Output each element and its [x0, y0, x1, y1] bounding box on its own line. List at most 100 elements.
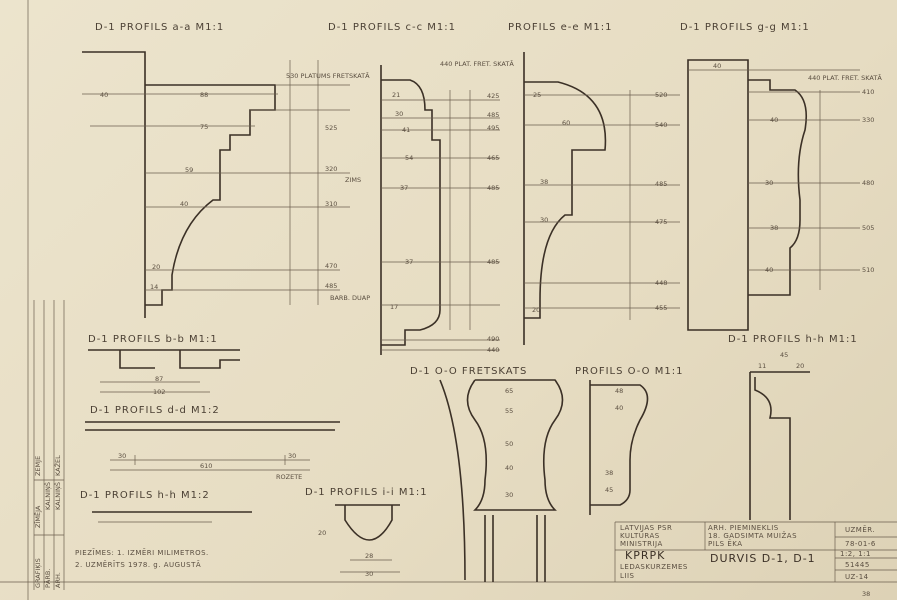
dim: 87 — [155, 375, 163, 383]
dim: 14 — [150, 283, 158, 291]
dim: 425 — [487, 92, 499, 100]
dim: 310 — [325, 200, 337, 208]
dim: 440 — [487, 346, 499, 354]
profile-cc-drawing — [380, 65, 500, 355]
org-line: MINISTRIJA — [620, 540, 663, 548]
title-oo-front: D-1 O-O FRETSKATS — [410, 366, 527, 377]
title-profile-dd: D-1 PROFILS d-d M1:2 — [90, 405, 220, 416]
dim: 37 — [400, 184, 408, 192]
dim: 41 — [402, 126, 410, 134]
corner-number: 38 — [862, 590, 870, 598]
profile-bb-drawing — [88, 349, 240, 393]
stamp-name: KALNIŅŠ — [43, 482, 53, 510]
dim: 30 — [365, 570, 373, 578]
dim: 485 — [655, 180, 667, 188]
dim: 475 — [655, 218, 667, 226]
title-profile-ee: PROFILS e-e M1:1 — [508, 22, 612, 33]
title-block: LATVIJAS PSR KULTŪRAS MINISTRIJA KPRPK L… — [614, 521, 897, 598]
object-line: 18. GADSIMTA MUIŽAS — [708, 531, 797, 540]
dim: 30 — [288, 452, 296, 460]
notes-line-2: 2. UZMĒRĪTS 1978. g. AUGUSTĀ — [75, 560, 201, 569]
dim: 20 — [152, 263, 160, 271]
title-profile-hh-m12: D-1 PROFILS h-h M1:2 — [80, 490, 210, 501]
title-profile-bb: D-1 PROFILS b-b M1:1 — [88, 334, 218, 345]
dim: 448 — [655, 279, 667, 287]
stamp-role: ZĪMĒJA — [33, 505, 42, 528]
dim: 20 — [532, 306, 540, 314]
profile-hh-m12-drawing — [92, 511, 252, 523]
dim: 520 — [655, 91, 667, 99]
dim: 40 — [765, 266, 773, 274]
dim: 485 — [325, 282, 337, 290]
dim: 30 — [118, 452, 126, 460]
org-line: LATVIJAS PSR — [620, 524, 672, 532]
dim: 21 — [392, 91, 400, 99]
title-profile-hh-m11: D-1 PROFILS h-h M1:1 — [728, 334, 858, 345]
dim: 40 — [615, 404, 623, 412]
notes-line-1: PIEZĪMES: 1. IZMĒRI MILIMETROS. — [75, 548, 209, 557]
title-profile-aa: D-1 PROFILS a-a M1:1 — [95, 22, 224, 33]
object-line: PILS ĒKA — [708, 539, 743, 548]
org-line: KULTŪRAS — [620, 531, 660, 540]
dim: 510 — [862, 266, 874, 274]
dim: 60 — [562, 119, 570, 127]
stamp-name: ZEMJE — [34, 456, 42, 476]
dim: 485 — [487, 111, 499, 119]
dim: 25 — [533, 91, 541, 99]
profile-gg-drawing — [687, 59, 860, 331]
dim: 320 — [325, 165, 337, 173]
stage: UZMĒR. — [845, 525, 875, 534]
oo-front-drawing — [439, 379, 564, 582]
dim: 40 — [100, 91, 108, 99]
dim: 45 — [605, 486, 613, 494]
dim: 485 — [487, 184, 499, 192]
dim: 40 — [180, 200, 188, 208]
dim: 440 PLAT. FRET. SKATĀ — [440, 59, 514, 68]
drawing-number: 51445 — [845, 561, 870, 569]
dim: 30 — [540, 216, 548, 224]
dim: 525 — [325, 124, 337, 132]
dept-line: LEDASKURZEMES — [620, 563, 688, 571]
title-profile-oo: PROFILS O-O M1:1 — [575, 366, 683, 377]
title-profile-ii: D-1 PROFILS i-i M1:1 — [305, 487, 428, 498]
drawing-title: DURVIS D-1, D-1 — [710, 552, 816, 565]
dim: 38 — [540, 178, 548, 186]
dim: 410 — [862, 88, 874, 96]
dim: 40 — [770, 116, 778, 124]
dim: 38 — [770, 224, 778, 232]
dim: 11 — [758, 362, 766, 370]
dim: 610 — [200, 462, 212, 470]
org-abbr: KPRPK — [625, 549, 665, 562]
dim: BARB. DUAP — [330, 294, 370, 302]
stamp-role: ARH. — [54, 572, 62, 588]
dim: 530 PLATUMS FRETSKATĀ — [286, 71, 370, 80]
dim: 50 — [505, 440, 513, 448]
dim: 440 PLAT. FRET. SKATĀ — [808, 73, 882, 82]
dim: 505 — [862, 224, 874, 232]
dim: 88 — [200, 91, 208, 99]
dim: 65 — [505, 387, 513, 395]
dim: 48 — [615, 387, 623, 395]
profile-aa-drawing — [82, 51, 350, 318]
dim: ROZETE — [276, 473, 302, 481]
dim: ZIMS — [345, 176, 361, 184]
dim: 20 — [796, 362, 804, 370]
dim: 470 — [325, 262, 337, 270]
dim: 30 — [765, 179, 773, 187]
dept-line: LIIS — [620, 572, 635, 580]
stamp-name: KALNIŅŠ — [53, 482, 63, 510]
dim: 30 — [505, 491, 513, 499]
profile-ee-drawing — [523, 52, 680, 345]
date: 78-01-6 — [845, 540, 876, 548]
dim: 54 — [405, 154, 413, 162]
dim: 45 — [780, 351, 788, 359]
sheet-id: UZ-14 — [845, 573, 869, 581]
dim: 37 — [405, 258, 413, 266]
side-stamp: GRAFIĶIS ZĪMĒJA PĀRB. ARH. KALNIŅŠ KALNI… — [33, 300, 65, 590]
dim: 40 — [713, 62, 721, 70]
dim: 17 — [390, 303, 398, 311]
profile-dd-drawing — [85, 421, 340, 471]
dim: 28 — [365, 552, 373, 560]
